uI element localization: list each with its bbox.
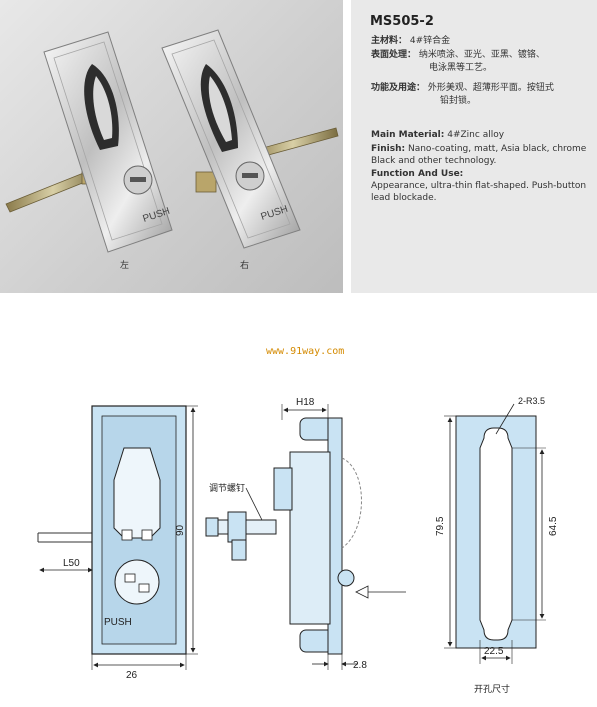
right-lock-body: PUSH — [161, 29, 301, 249]
left-lock-body: PUSH — [43, 31, 173, 253]
cn-finish-value-1: 纳米喷涂、亚光、亚黑、镀铬、 — [418, 50, 545, 60]
cn-material-label: 主材料： — [371, 36, 408, 46]
dim-90: 90 — [175, 524, 186, 536]
dim-r35: 2-R3.5 — [518, 396, 545, 406]
dim-22-5: 22.5 — [484, 646, 504, 657]
cn-finish-label: 表面处理： — [371, 50, 417, 60]
cn-function-value-2: 铅封锁。 — [440, 96, 477, 106]
en-function-label: Function And Use: — [371, 168, 595, 180]
drawing-push-label: PUSH — [104, 617, 132, 628]
dim-h18: H18 — [296, 397, 315, 408]
dim-64-5: 64.5 — [548, 516, 559, 536]
caption-right: 右 — [240, 261, 250, 271]
technical-drawing: PUSH L50 90 26 H18 调节螺钉 — [37, 396, 559, 695]
en-finish-label: Finish: — [371, 144, 406, 154]
watermark-url: www.91way.com — [266, 346, 345, 357]
right-lock-rod — [195, 127, 339, 193]
cn-material-row: 主材料： 4#锌合金 — [371, 33, 450, 46]
cutout-view: 2-R3.5 79.5 64.5 22.5 开孔尺寸 — [435, 396, 559, 695]
cn-function-value-1: 外形美观、超薄形平面。按钮式 — [427, 83, 554, 93]
en-finish-value: Nano-coating, matt, Asia black, chrome B… — [371, 144, 587, 166]
cn-function-row: 功能及用途： 外形美观、超薄形平面。按钮式 — [371, 80, 554, 93]
caption-left: 左 — [120, 261, 130, 271]
dim-2-8: 2.8 — [353, 660, 367, 671]
product-photo: PUSH PUSH — [5, 29, 339, 253]
model-number: MS505-2 — [370, 14, 434, 29]
cn-finish-value-2: 电泳黑等工艺。 — [429, 63, 493, 73]
adjust-screw-label: 调节螺钉 — [209, 483, 245, 494]
dim-26: 26 — [126, 670, 138, 681]
en-finish-row: Finish: Nano-coating, matt, Asia black, … — [371, 143, 595, 167]
en-material-value: 4#Zinc alloy — [447, 130, 505, 140]
cn-material-value: 4#锌合金 — [409, 36, 451, 46]
product-photo-panel: PUSH PUSH 左 右 — [0, 0, 343, 293]
en-material-row: Main Material: 4#Zinc alloy — [371, 129, 595, 141]
front-view: PUSH L50 90 26 — [37, 405, 198, 681]
dim-79-5: 79.5 — [435, 516, 446, 536]
side-view: H18 调节螺钉 2.8 — [205, 397, 406, 671]
cn-finish-row: 表面处理： 纳米喷涂、亚光、亚黑、镀铬、 — [371, 47, 545, 60]
en-material-label: Main Material: — [371, 130, 445, 140]
en-function-label-text: Function And Use: — [371, 169, 464, 179]
en-function-value: Appearance, ultra-thin flat-shaped. Push… — [371, 181, 587, 203]
spec-panel — [351, 0, 597, 293]
cutout-size-label: 开孔尺寸 — [474, 683, 510, 695]
cn-function-label: 功能及用途： — [371, 83, 426, 93]
dim-l50: L50 — [63, 558, 80, 569]
